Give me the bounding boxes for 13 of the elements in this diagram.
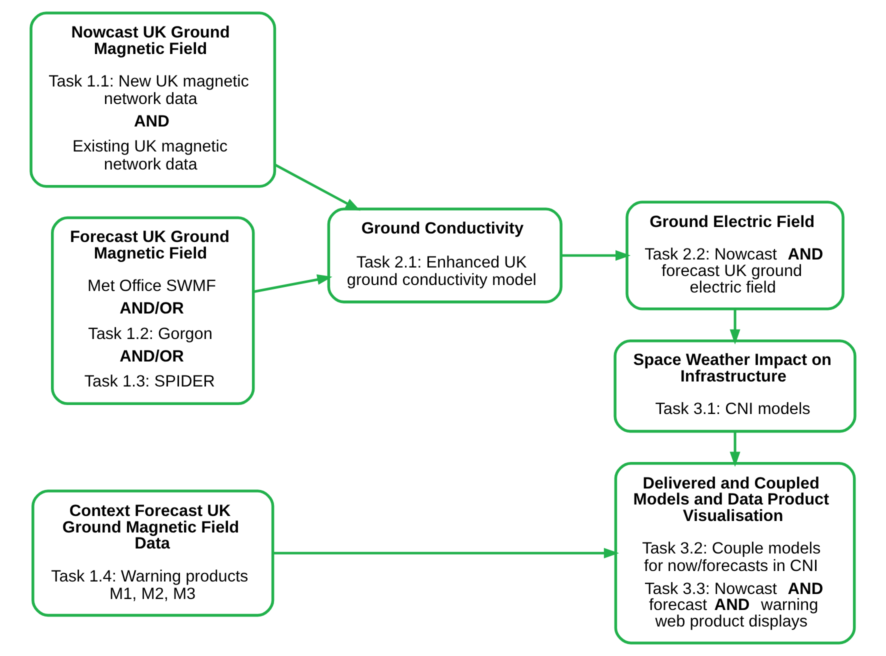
node-box: Ground Conductivity Task 2.1: Enhanced UK ground conductivity model: [327, 208, 562, 304]
node-box: Nowcast UK Ground Magnetic Field Task 1.1: New UK magnetic network data AND Existing UK magnetic network data: [30, 12, 276, 188]
arrow: [730, 309, 740, 344]
arrow: [253, 274, 332, 294]
arrow: [561, 250, 631, 261]
node-box: Forecast UK Ground Magnetic Field Met Office SWMF AND/OR Task 1.2: Gorgon AND/OR Task 1.3: SPIDER: [51, 216, 255, 406]
node-box: Space Weather Impact on Infrastructure Task 3.1: CNI models: [614, 340, 856, 433]
node-box: Delivered and Coupled Models and Data Product Visualisation Task 3.2: Couple models for now/forecasts in CNI Task 3.3: Nowcast AND forecast AND warning web product displays: [614, 462, 856, 644]
node-box: Context Forecast UK Ground Magnetic Field Data Task 1.4: Warning products M1, M2, M3: [32, 490, 274, 617]
arrow: [272, 548, 620, 558]
arrow: [274, 164, 360, 211]
arrow: [730, 432, 740, 467]
node-box: Ground Electric Field Task 2.2: Nowcast AND forecast UK ground electric field: [626, 200, 844, 310]
